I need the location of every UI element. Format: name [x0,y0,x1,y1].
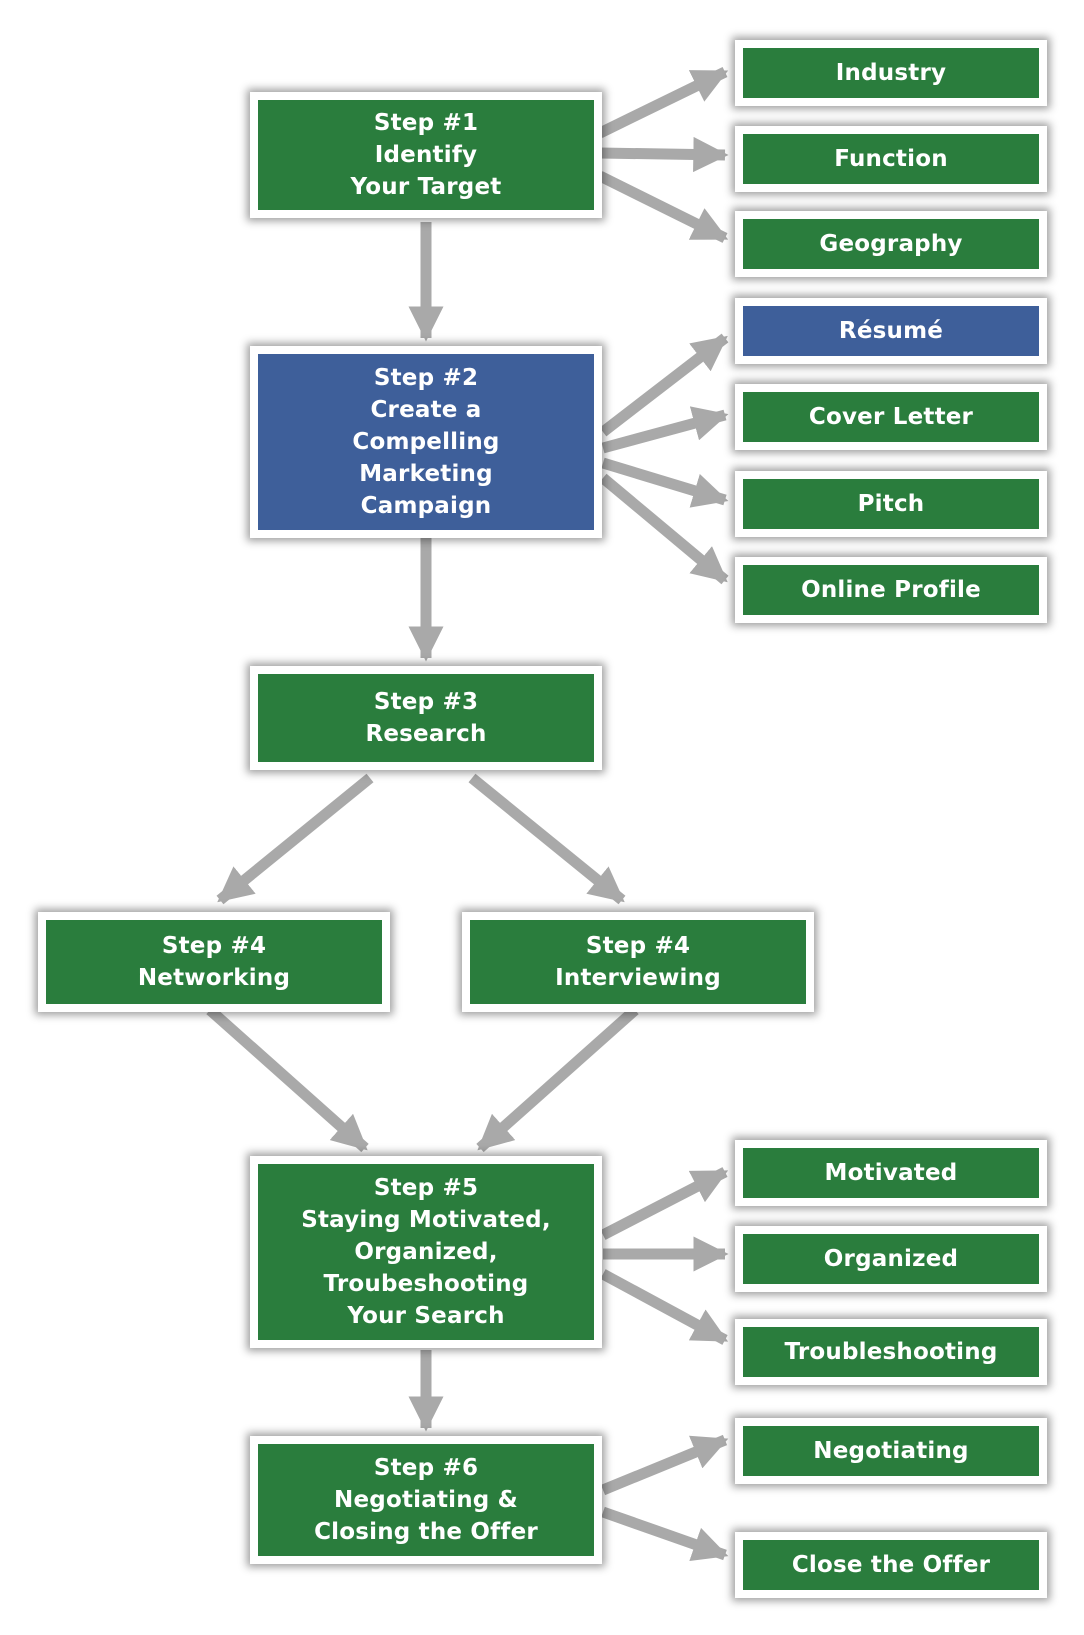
arrow-step2-online-profile [599,473,729,585]
arrow-step3-interviewing [468,773,626,905]
step-2-title-line2: Compelling [352,429,500,455]
detail-cover-letter: Cover Letter [735,384,1047,450]
step-4b-title: Interviewing [555,965,721,991]
detail-negotiating: Negotiating [735,1418,1047,1484]
arrow-interviewing-step5 [476,1005,639,1153]
detail-function-label: Function [834,146,948,172]
step-4b-label: Step #4 [585,933,691,959]
step-2-title-line1: Create a [370,397,482,423]
step-6-title-line1: Negotiating & [334,1487,518,1513]
step-5-box: Step #5 Staying Motivated, Organized, Tr… [250,1156,602,1348]
arrow-step2-pitch [601,457,729,508]
detail-industry: Industry [735,40,1047,106]
step-1-title-line2: Your Target [350,174,502,200]
step-2-box: Step #2 Create a Compelling Marketing Ca… [250,346,602,538]
arrow-step1-function [599,136,729,173]
step-2-title-line3: Marketing [359,461,493,487]
step-3-label: Step #3 [373,689,479,715]
step-3-title: Research [365,721,487,747]
step-3-box: Step #3 Research [250,666,602,770]
detail-cover-letter-label: Cover Letter [808,404,974,430]
detail-troubleshooting-label: Troubleshooting [784,1339,998,1365]
step-1-title-line1: Identify [374,142,478,168]
step-4-networking-box: Step #4 Networking [38,912,390,1012]
arrow-step1-geography [597,171,729,243]
arrow-step2-resume [599,333,729,437]
arrow-step6-close-offer [601,1506,729,1562]
step-6-box: Step #6 Negotiating & Closing the Offer [250,1436,602,1564]
detail-online-profile-label: Online Profile [801,577,981,603]
step-5-title-line4: Your Search [347,1303,505,1329]
arrow-step1-industry [597,67,729,138]
step-4a-label: Step #4 [161,933,267,959]
detail-geography: Geography [735,211,1047,277]
detail-motivated: Motivated [735,1140,1047,1206]
detail-negotiating-label: Negotiating [813,1438,969,1464]
arrow-step3-networking [216,773,374,905]
arrow-networking-step5 [206,1005,369,1153]
step-6-label: Step #6 [373,1455,479,1481]
step-5-title-line2: Organized, [354,1239,498,1265]
step-2-title-line4: Campaign [360,493,492,519]
arrow-step6-negotiating [600,1434,729,1496]
step-6-title-line2: Closing the Offer [314,1519,538,1545]
detail-pitch: Pitch [735,471,1047,537]
arrow-step2-cover-letter [601,406,729,454]
step-5-title-line3: Troubeshooting [323,1271,529,1297]
detail-pitch-label: Pitch [857,491,925,517]
arrow-step5-troubleshooting [600,1269,729,1345]
detail-close-offer-label: Close the Offer [791,1552,991,1578]
step-4-interviewing-box: Step #4 Interviewing [462,912,814,1012]
arrow-step5-motivated [600,1167,729,1240]
detail-motivated-label: Motivated [824,1160,958,1186]
detail-function: Function [735,126,1047,192]
step-4a-title: Networking [137,965,291,991]
detail-troubleshooting: Troubleshooting [735,1319,1047,1385]
detail-resume: Résumé [735,298,1047,364]
step-1-label: Step #1 [373,110,479,136]
step-5-title-line1: Staying Motivated, [301,1207,551,1233]
detail-organized-label: Organized [823,1246,959,1272]
detail-online-profile: Online Profile [735,557,1047,623]
detail-geography-label: Geography [819,231,963,257]
step-1-box: Step #1 Identify Your Target [250,92,602,218]
detail-close-offer: Close the Offer [735,1532,1047,1598]
detail-industry-label: Industry [835,60,947,86]
step-2-label: Step #2 [373,365,479,391]
detail-resume-label: Résumé [838,318,944,344]
step-5-label: Step #5 [373,1175,479,1201]
detail-organized: Organized [735,1226,1047,1292]
